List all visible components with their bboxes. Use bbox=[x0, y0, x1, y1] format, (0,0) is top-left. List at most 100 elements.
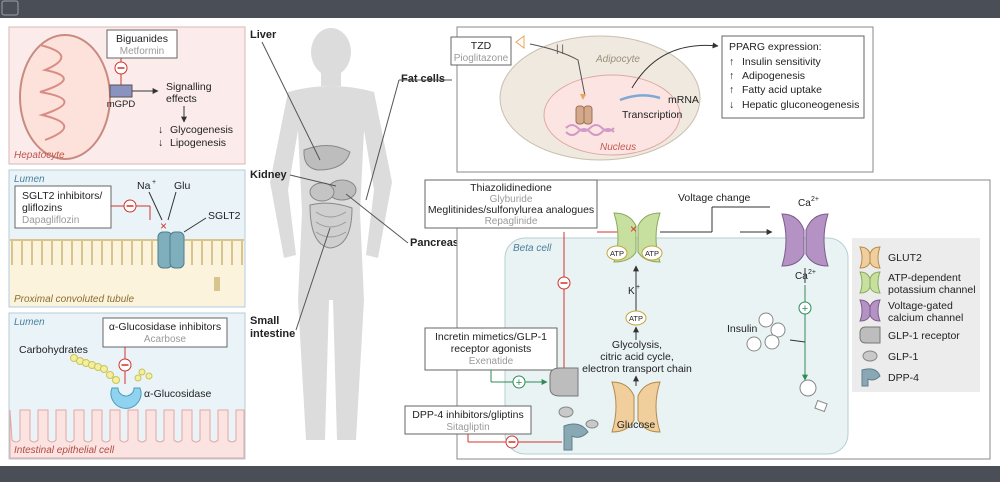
atp-badge-icon bbox=[606, 245, 628, 261]
tzd-ligand-icon bbox=[515, 35, 525, 49]
signalling-label-2: effects bbox=[166, 93, 197, 105]
acarbose-label: Acarbose bbox=[144, 334, 187, 345]
lipogenesis-label: Lipogenesis bbox=[170, 137, 226, 149]
pparg-title: PPARG expression: bbox=[729, 41, 822, 53]
dpp4-icon bbox=[861, 368, 881, 387]
glp1-icon bbox=[558, 406, 574, 418]
exenatide-label: Exenatide bbox=[469, 356, 514, 367]
glycolysis-line-2: citric acid cycle, bbox=[600, 351, 674, 363]
atp-label-2: ATP bbox=[645, 249, 659, 258]
liver-leader-line bbox=[261, 41, 321, 161]
sglt2-class-line1: SGLT2 inhibitors/ bbox=[22, 190, 102, 202]
pparg-arrow-1: ↑ bbox=[729, 70, 734, 82]
bottom-bar bbox=[0, 466, 1000, 482]
k-charge-label: + bbox=[636, 284, 640, 291]
biguanides-box bbox=[106, 29, 178, 59]
meglitinides-label: Meglitinides/sulfonylurea analogues bbox=[428, 204, 594, 216]
glp1-icon bbox=[862, 350, 878, 362]
repaglinide-label: Repaglinide bbox=[485, 216, 538, 227]
intestine-lumen-label: Lumen bbox=[14, 317, 45, 328]
liver-organ-label: Liver bbox=[250, 29, 277, 41]
atp-label-3: ATP bbox=[629, 314, 643, 323]
glp1-receptor-icon bbox=[859, 326, 881, 344]
fat-cells-leader-2 bbox=[365, 79, 400, 201]
carbohydrates-label: Carbohydrates bbox=[19, 344, 88, 356]
adipocyte-panel: Adipocyte Nucleus TZD Pioglitazone | | m… bbox=[450, 26, 874, 173]
liver-panel: Biguanides Metformin mGPD Signalling eff… bbox=[8, 26, 246, 165]
block-cross-icon: × bbox=[630, 222, 637, 236]
glucosidase-class-label: α-Glucosidase inhibitors bbox=[109, 321, 221, 333]
glut2-icon bbox=[859, 246, 871, 269]
block-cross-icon: × bbox=[160, 219, 167, 233]
kidney-panel: Lumen SGLT2 inhibitors/ gliflozins Dapag… bbox=[8, 169, 246, 308]
dpp4-icon bbox=[563, 423, 589, 451]
pparg-arrow-0: ↑ bbox=[729, 56, 734, 68]
fat-cells-label: Fat cells bbox=[401, 73, 445, 85]
incretin-line2: receptor agonists bbox=[451, 343, 532, 355]
legend-label-2b: calcium channel bbox=[888, 312, 963, 324]
insulin-label: Insulin bbox=[727, 323, 758, 335]
katp-channel-icon bbox=[859, 271, 871, 294]
glycolysis-line-1: Glycolysis, bbox=[612, 339, 662, 351]
window-icon[interactable] bbox=[1, 0, 19, 16]
k-label: K bbox=[628, 286, 635, 297]
sulfonylurea-box bbox=[424, 179, 598, 229]
top-bar bbox=[0, 0, 1000, 18]
beta-cell-label: Beta cell bbox=[513, 243, 552, 254]
pparg-arrow-3: ↓ bbox=[729, 99, 734, 111]
mrna-label: mRNA bbox=[668, 94, 699, 106]
mitochondrion-icon bbox=[19, 34, 111, 160]
dapagliflozin-label: Dapagliflozin bbox=[22, 215, 79, 226]
carbohydrate-chain-icon bbox=[70, 354, 153, 384]
glyburide-label: Glyburide bbox=[490, 194, 533, 205]
stimulate-plus: + bbox=[516, 377, 522, 389]
tubule-label: Proximal convoluted tubule bbox=[14, 294, 135, 305]
glp1-receptor-icon bbox=[549, 367, 579, 397]
stimulate-icon bbox=[512, 375, 526, 389]
sglt2-class-line2: gliflozins bbox=[22, 202, 62, 214]
intestine-leader-line bbox=[295, 227, 331, 331]
glycolysis-line-3: electron transport chain bbox=[582, 363, 692, 375]
sglt2-inhibitor-box bbox=[14, 185, 112, 229]
pparg-item-2: Fatty acid uptake bbox=[742, 84, 822, 96]
pparg-arrow-2: ↑ bbox=[729, 84, 734, 96]
pparg-item-0: Insulin sensitivity bbox=[742, 56, 822, 68]
pparg-receptor-icon bbox=[575, 105, 585, 125]
glycogenesis-label: Glycogenesis bbox=[170, 124, 233, 136]
na-label: Na bbox=[137, 180, 151, 192]
glu-label: Glu bbox=[174, 180, 191, 192]
cav-channel-icon bbox=[859, 299, 871, 322]
ligand-icon bbox=[580, 94, 586, 100]
glucosidase-enzyme-icon bbox=[110, 387, 142, 409]
legend-label-5: DPP-4 bbox=[888, 372, 919, 384]
adipocyte-label: Adipocyte bbox=[595, 54, 640, 65]
glut2-icon bbox=[611, 381, 635, 433]
mgpd-icon bbox=[109, 84, 133, 98]
ca-sup-bottom: 2+ bbox=[808, 269, 816, 276]
membrane-tick-label: | | bbox=[556, 44, 564, 55]
legend: GLUT2 ATP-dependent potassium channel Vo… bbox=[852, 238, 980, 392]
glucosidase-label: α-Glucosidase bbox=[144, 388, 212, 400]
pioglitazone-label: Pioglitazone bbox=[454, 53, 509, 64]
small-intestine-label-1: Small bbox=[250, 315, 279, 327]
kidney-leader-line bbox=[289, 174, 337, 187]
pparg-item-1: Adipogenesis bbox=[742, 70, 805, 82]
body-silhouette bbox=[270, 28, 392, 440]
transcription-label: Transcription bbox=[622, 109, 682, 121]
intestine-panel: Lumen α-Glucosidase inhibitors Acarbose … bbox=[8, 312, 246, 460]
signalling-label-1: Signalling bbox=[166, 81, 212, 93]
epithelial-cell-label: Intestinal epithelial cell bbox=[14, 445, 115, 456]
dpp4-class-label: DPP-4 inhibitors/gliptins bbox=[412, 409, 523, 421]
na-charge-label: + bbox=[152, 179, 156, 186]
glucosidase-inhibitor-box bbox=[102, 317, 228, 348]
stimulate-plus: + bbox=[802, 303, 808, 315]
down-arrow-glyph-1: ↓ bbox=[158, 124, 163, 136]
pparg-item-3: Hepatic gluconeogenesis bbox=[742, 99, 859, 111]
thiazolidinedione-label: Thiazolidinedione bbox=[470, 182, 552, 194]
atp-badge-icon bbox=[625, 310, 647, 326]
legend-label-2a: Voltage-gated bbox=[888, 300, 953, 312]
biguanides-label: Biguanides bbox=[116, 33, 168, 45]
incretin-line1: Incretin mimetics/GLP-1 bbox=[435, 331, 547, 343]
legend-label-1b: potassium channel bbox=[888, 284, 976, 296]
pancreas-label: Pancreas bbox=[410, 237, 459, 249]
